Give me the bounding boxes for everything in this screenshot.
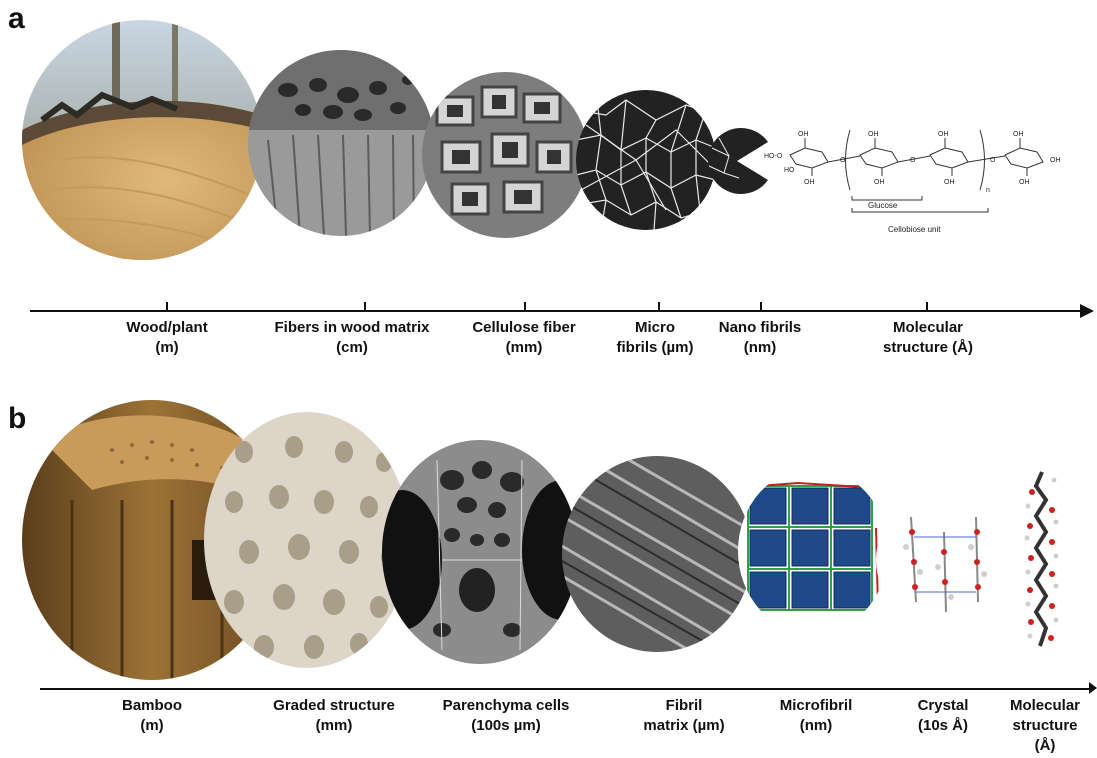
crystal-image xyxy=(876,492,1012,628)
oh-label: OH xyxy=(1050,157,1061,164)
axis-arrow-b xyxy=(1089,682,1097,694)
scale-label-wood-plant: Wood/plant(m) xyxy=(126,318,207,358)
glucose-label: Glucose xyxy=(868,201,898,210)
cellobiose-label: Cellobiose unit xyxy=(888,225,941,234)
n-subscript: n xyxy=(986,187,990,194)
cellulose-fiber-image xyxy=(422,72,588,238)
scale-label-crystal: Crystal(10s Å) xyxy=(918,696,969,736)
fibril-matrix-image xyxy=(562,456,752,652)
micro-fibrils-image xyxy=(576,90,716,230)
oh-label: OH xyxy=(944,179,955,186)
scale-axis-a xyxy=(30,310,1082,312)
scale-label-microfibril: Microfibril(nm) xyxy=(780,696,853,736)
cellobiose-molecule-diagram: OH OH OH OH OH OH OH OH OH HO-O HO O O O… xyxy=(760,110,1090,240)
axis-tick xyxy=(926,302,928,311)
wood-plant-image xyxy=(22,20,262,260)
axis-tick xyxy=(166,302,168,311)
graded-structure-image xyxy=(204,412,410,668)
oh-label: OH xyxy=(804,179,815,186)
axis-arrow-a xyxy=(1080,304,1094,318)
panel-b-letter: b xyxy=(8,402,26,436)
o-label: O xyxy=(840,157,846,164)
ho-label: HO xyxy=(784,167,795,174)
wood-fibers-image xyxy=(248,50,434,236)
oh-label: OH xyxy=(938,131,949,138)
oh-label: OH xyxy=(868,131,879,138)
scale-label-graded-structure: Graded structure(mm) xyxy=(273,696,395,736)
panel-a-letter: a xyxy=(8,2,25,36)
oh-label: OH xyxy=(1013,131,1024,138)
axis-tick xyxy=(364,302,366,311)
scale-label-bamboo: Bamboo(m) xyxy=(122,696,182,736)
oh-label: OH xyxy=(798,131,809,138)
axis-tick xyxy=(760,302,762,311)
axis-tick xyxy=(658,302,660,311)
axis-tick xyxy=(524,302,526,311)
oh-label: OH xyxy=(874,179,885,186)
ho-o-label: HO-O xyxy=(764,153,783,160)
scale-label-parenchyma-cells: Parenchyma cells(100s µm) xyxy=(443,696,570,736)
scale-axis-b xyxy=(40,688,1092,690)
o-label: O xyxy=(910,157,916,164)
parenchyma-cells-image xyxy=(382,440,578,664)
oh-label: OH xyxy=(1019,179,1030,186)
scale-label-cellulose-fiber: Cellulose fiber(mm) xyxy=(472,318,575,358)
o-label: O xyxy=(990,157,996,164)
molecule-chain-image xyxy=(1022,466,1062,656)
microfibril-image xyxy=(738,468,888,634)
scale-label-nano-fibrils: Nano fibrils(nm) xyxy=(719,318,802,358)
scale-label-wood-fibers: Fibers in wood matrix(cm) xyxy=(274,318,429,358)
